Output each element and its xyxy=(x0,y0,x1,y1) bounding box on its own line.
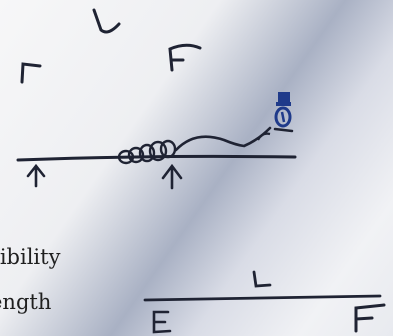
letter-F-bottom xyxy=(354,303,386,333)
bottom-line xyxy=(143,294,382,302)
support-arrow-middle xyxy=(161,163,183,190)
text-line-length: ength xyxy=(0,290,52,314)
coil-spring xyxy=(117,139,177,165)
letter-F-top xyxy=(168,43,202,72)
support-arrow-left xyxy=(26,163,46,188)
letter-E-bottom xyxy=(152,310,172,334)
blue-figure xyxy=(273,92,294,133)
arm-hook xyxy=(257,132,271,141)
text-line-flexibility: xibility xyxy=(0,245,61,269)
letter-L-top xyxy=(92,8,121,34)
letter-L-bottom xyxy=(252,270,272,288)
curved-arm xyxy=(174,126,272,152)
left-mark xyxy=(20,62,42,84)
